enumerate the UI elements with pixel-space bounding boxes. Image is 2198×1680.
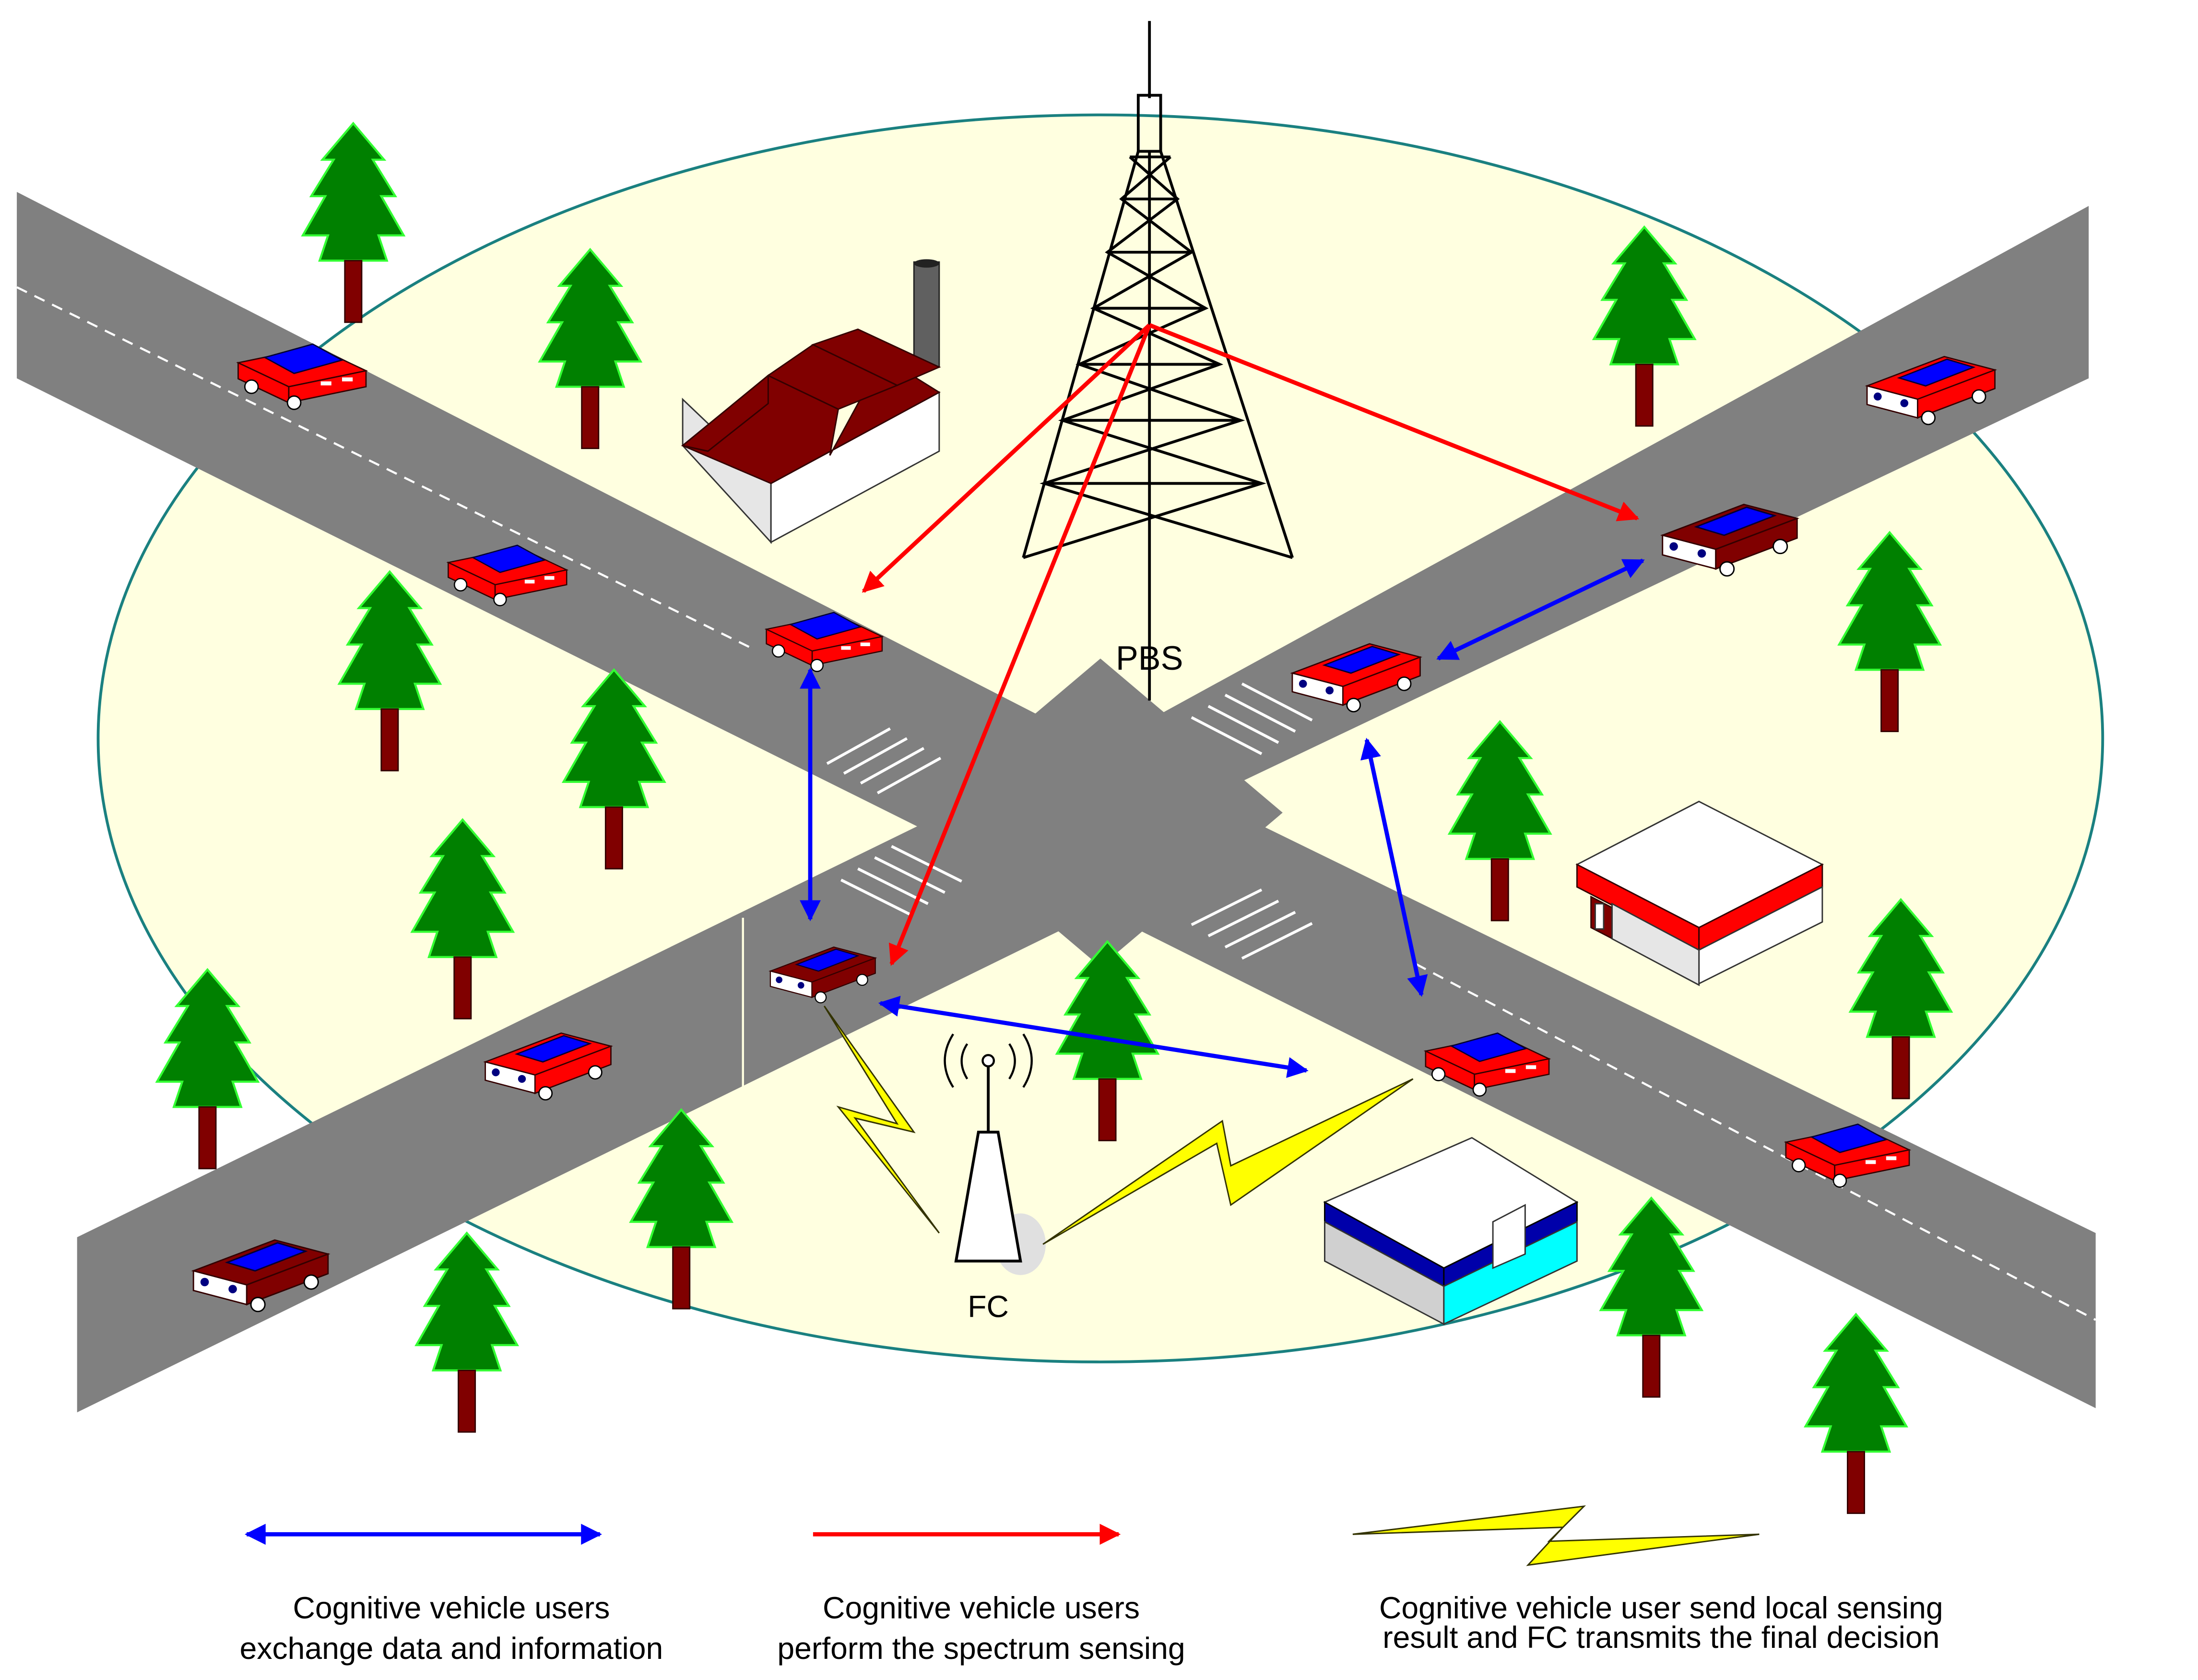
gas-station-icon [1575, 801, 1824, 986]
sensing-arrows [862, 323, 1640, 966]
report-bolts [824, 1006, 1414, 1245]
exchange-arrows [800, 558, 1645, 1078]
legend-exchange-line1: Cognitive vehicle users [293, 1591, 610, 1625]
tree-icon [416, 1233, 517, 1432]
legend-item-exchange: Cognitive vehicle users exchange data an… [240, 1524, 663, 1666]
legend-lightning-icon [1352, 1505, 1760, 1566]
fc-antenna-icon: FC [944, 1033, 1046, 1324]
legend-item-sensing: Cognitive vehicle users perform the spec… [777, 1524, 1185, 1666]
tree-icon [303, 123, 403, 322]
legend-sensing-line1: Cognitive vehicle users [823, 1591, 1140, 1625]
legend-report-line2: result and FC transmits the final decisi… [1383, 1620, 1939, 1655]
legend-report-line1: Cognitive vehicle user send local sensin… [1379, 1591, 1943, 1625]
tree-icon [1806, 1314, 1906, 1514]
lightning-icon [824, 1006, 940, 1234]
legend-exchange-line2: exchange data and information [240, 1631, 663, 1666]
factory-icon [681, 259, 941, 544]
store-icon [1323, 1137, 1579, 1325]
fc-label: FC [968, 1290, 1009, 1324]
lightning-icon [1042, 1078, 1414, 1245]
legend-item-report: Cognitive vehicle user send local sensin… [1352, 1505, 1943, 1655]
legend: Cognitive vehicle users exchange data an… [240, 1505, 1943, 1666]
tower-label: PBS [1116, 639, 1183, 677]
legend-sensing-line2: perform the spectrum sensing [777, 1631, 1185, 1666]
